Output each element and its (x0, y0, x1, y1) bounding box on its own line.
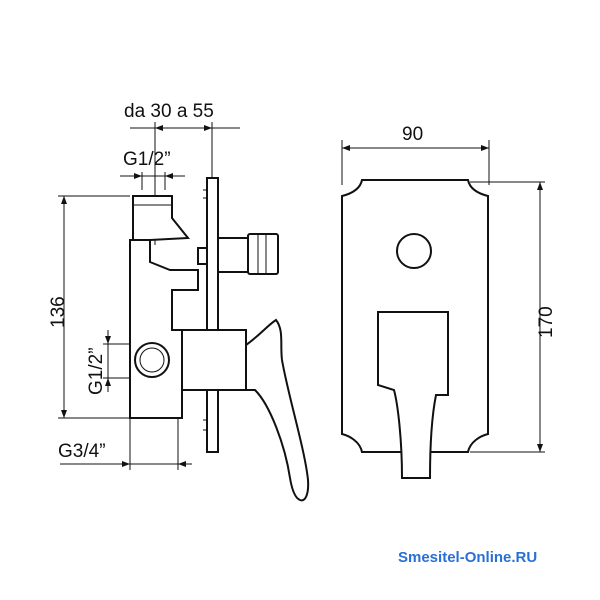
adjust-range-label: da 30 a 55 (124, 101, 214, 122)
top-thread-label: G1/2” (123, 149, 171, 170)
front-height-label: 170 (536, 306, 557, 338)
side-thread-dimension: G1/2” (86, 330, 135, 395)
side-view: da 30 a 55 G1/2” 136 G1/2” (48, 101, 310, 502)
side-height-label: 136 (48, 296, 69, 328)
side-height-dimension: 136 (48, 195, 130, 419)
wall-plate (206, 177, 219, 453)
lever-handle (245, 318, 310, 502)
cartridge-housing (181, 329, 247, 391)
side-outlet (134, 342, 170, 378)
lever-front (377, 311, 449, 479)
side-thread-label: G1/2” (86, 347, 107, 395)
front-width-dimension: 90 (341, 124, 490, 185)
top-thread-dimension: G1/2” (120, 149, 185, 190)
top-inlet-block (132, 195, 190, 241)
front-width-label: 90 (402, 124, 423, 145)
watermark-text: Smesitel-Online.RU (398, 549, 537, 566)
diverter-stem (197, 233, 279, 275)
bottom-thread-dimension: G3/4” (58, 418, 192, 470)
front-height-dimension: 170 (470, 181, 557, 453)
diverter-knob (396, 233, 432, 269)
front-view: 90 170 (341, 124, 557, 479)
bottom-thread-label: G3/4” (58, 441, 106, 462)
